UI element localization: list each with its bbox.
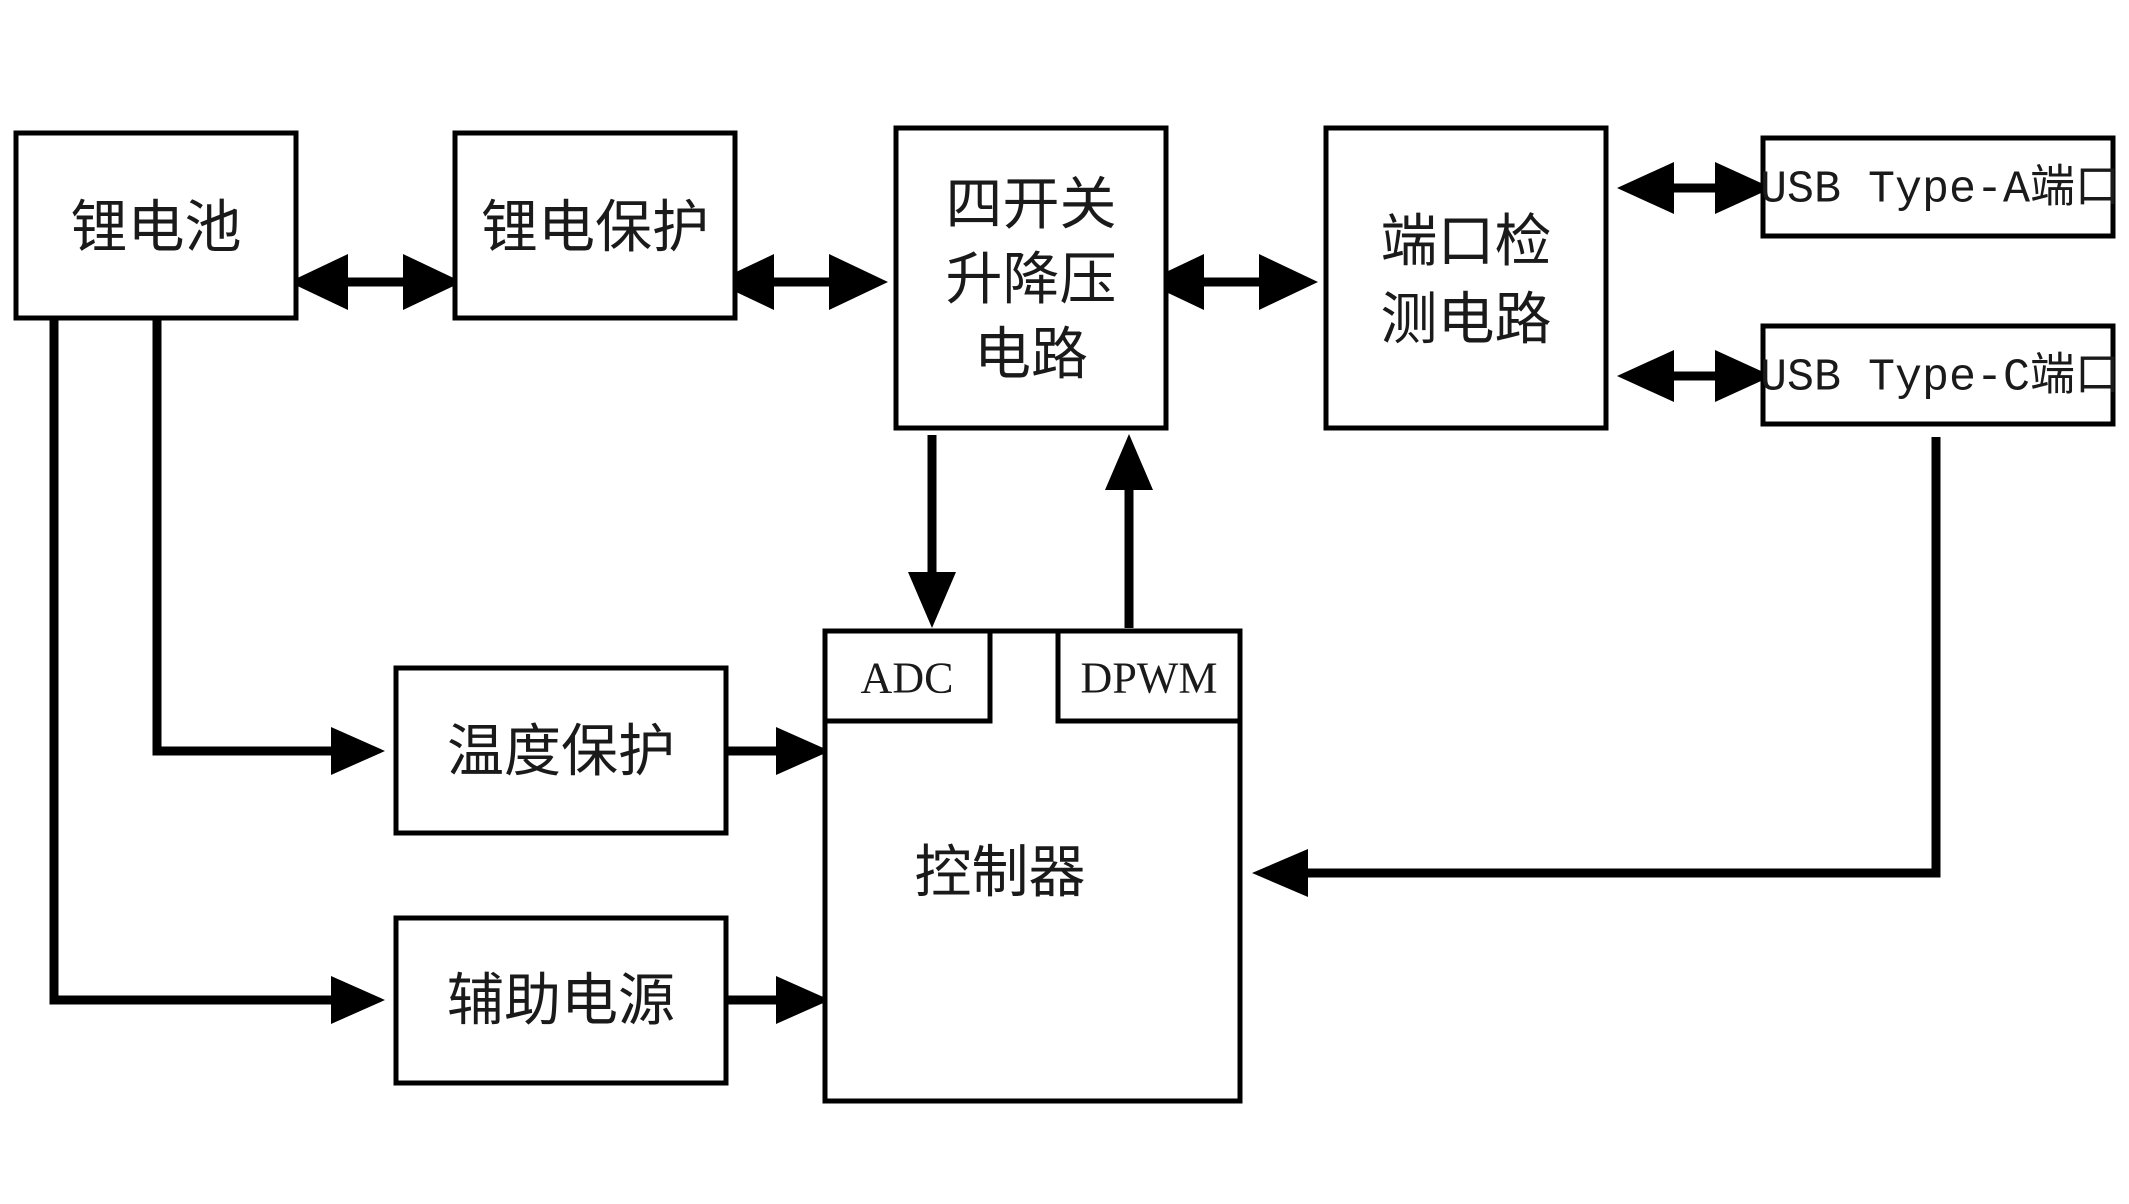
sub-block-adc[interactable]: ADC: [822, 628, 993, 724]
arrowhead-icon: [1715, 350, 1772, 402]
block-aux-power-label: 辅助电源: [447, 970, 675, 1033]
block-usb-type-c[interactable]: USB Type-C端口: [1760, 323, 2120, 427]
block-buckboost-label-line1: 四开关: [946, 174, 1117, 237]
arrowhead-icon: [1252, 849, 1308, 897]
connection-dpwm-to-buckboost: [1105, 434, 1153, 628]
block-buckboost-rect[interactable]: [893, 125, 1169, 431]
block-buckboost[interactable]: 四开关 升降压 电路: [893, 125, 1169, 431]
block-temp-protect-rect[interactable]: [393, 665, 729, 836]
arrowhead-icon: [331, 727, 385, 775]
block-usb-type-c-label: USB Type-C端口: [1760, 351, 2120, 404]
block-battery-label: 锂电池: [71, 197, 242, 260]
block-usb-type-a[interactable]: USB Type-A端口: [1760, 135, 2120, 239]
block-temp-protect[interactable]: 温度保护: [393, 665, 729, 836]
wire-path: [152, 318, 355, 756]
connection-battery-to-temp-protect: [152, 318, 385, 775]
block-battery-rect[interactable]: [13, 130, 299, 321]
block-portdetect-rect[interactable]: [1323, 125, 1609, 431]
arrowhead-icon: [331, 976, 385, 1024]
connection-protection-to-buckboost: [715, 254, 888, 310]
connection-usbc-to-controller: [1252, 437, 1941, 897]
sub-block-dpwm-label: DPWM: [1081, 654, 1218, 703]
connection-battery-to-protection: [289, 254, 462, 310]
block-temp-protect-label: 温度保护: [447, 721, 675, 784]
sub-block-adc-rect[interactable]: [822, 628, 993, 724]
arrowhead-icon: [1259, 254, 1318, 310]
arrowhead-icon: [1617, 162, 1674, 214]
block-battery[interactable]: 锂电池: [13, 130, 299, 321]
block-protection-label: 锂电保护: [481, 197, 709, 260]
connection-battery-to-aux-power: [49, 318, 385, 1024]
wire-path: [49, 318, 355, 1005]
arrowhead-icon: [289, 254, 348, 310]
arrowhead-icon: [908, 572, 956, 628]
block-aux-power-rect[interactable]: [393, 915, 729, 1086]
block-usb-type-c-rect[interactable]: [1760, 323, 2116, 427]
arrowhead-icon: [1105, 434, 1153, 490]
block-usb-type-a-rect[interactable]: [1760, 135, 2116, 239]
connection-buckboost-to-portdetect: [1145, 254, 1318, 310]
block-usb-type-a-label: USB Type-A端口: [1760, 163, 2120, 216]
arrowhead-icon: [715, 254, 774, 310]
wire-path: [1288, 437, 1941, 878]
block-protection[interactable]: 锂电保护: [452, 130, 738, 321]
arrowhead-icon: [1145, 254, 1204, 310]
block-buckboost-label-line2: 升降压: [946, 249, 1117, 312]
block-controller[interactable]: 控制器 ADC DPWM: [822, 628, 1243, 1104]
sub-block-adc-label: ADC: [861, 654, 954, 703]
block-buckboost-label-line3: 电路: [974, 324, 1088, 387]
connection-temp-protect-to-adc: [727, 727, 830, 775]
connection-buckboost-to-adc: [908, 435, 956, 628]
connection-portdetect-to-usb-a: [1617, 162, 1772, 214]
arrowhead-icon: [776, 976, 830, 1024]
arrowhead-icon: [403, 254, 462, 310]
arrowhead-icon: [776, 727, 830, 775]
block-portdetect[interactable]: 端口检 测电路: [1323, 125, 1609, 431]
sub-block-dpwm-rect[interactable]: [1055, 628, 1243, 724]
block-controller-label: 控制器: [915, 842, 1086, 905]
sub-block-dpwm[interactable]: DPWM: [1055, 628, 1243, 724]
connection-aux-power-to-controller: [727, 976, 830, 1024]
arrowhead-icon: [1715, 162, 1772, 214]
arrowhead-icon: [829, 254, 888, 310]
block-aux-power[interactable]: 辅助电源: [393, 915, 729, 1086]
connection-portdetect-to-usb-c: [1617, 350, 1772, 402]
block-portdetect-label-line2: 测电路: [1381, 289, 1552, 352]
arrowhead-icon: [1617, 350, 1674, 402]
block-portdetect-label-line1: 端口检: [1381, 211, 1552, 274]
block-protection-rect[interactable]: [452, 130, 738, 321]
